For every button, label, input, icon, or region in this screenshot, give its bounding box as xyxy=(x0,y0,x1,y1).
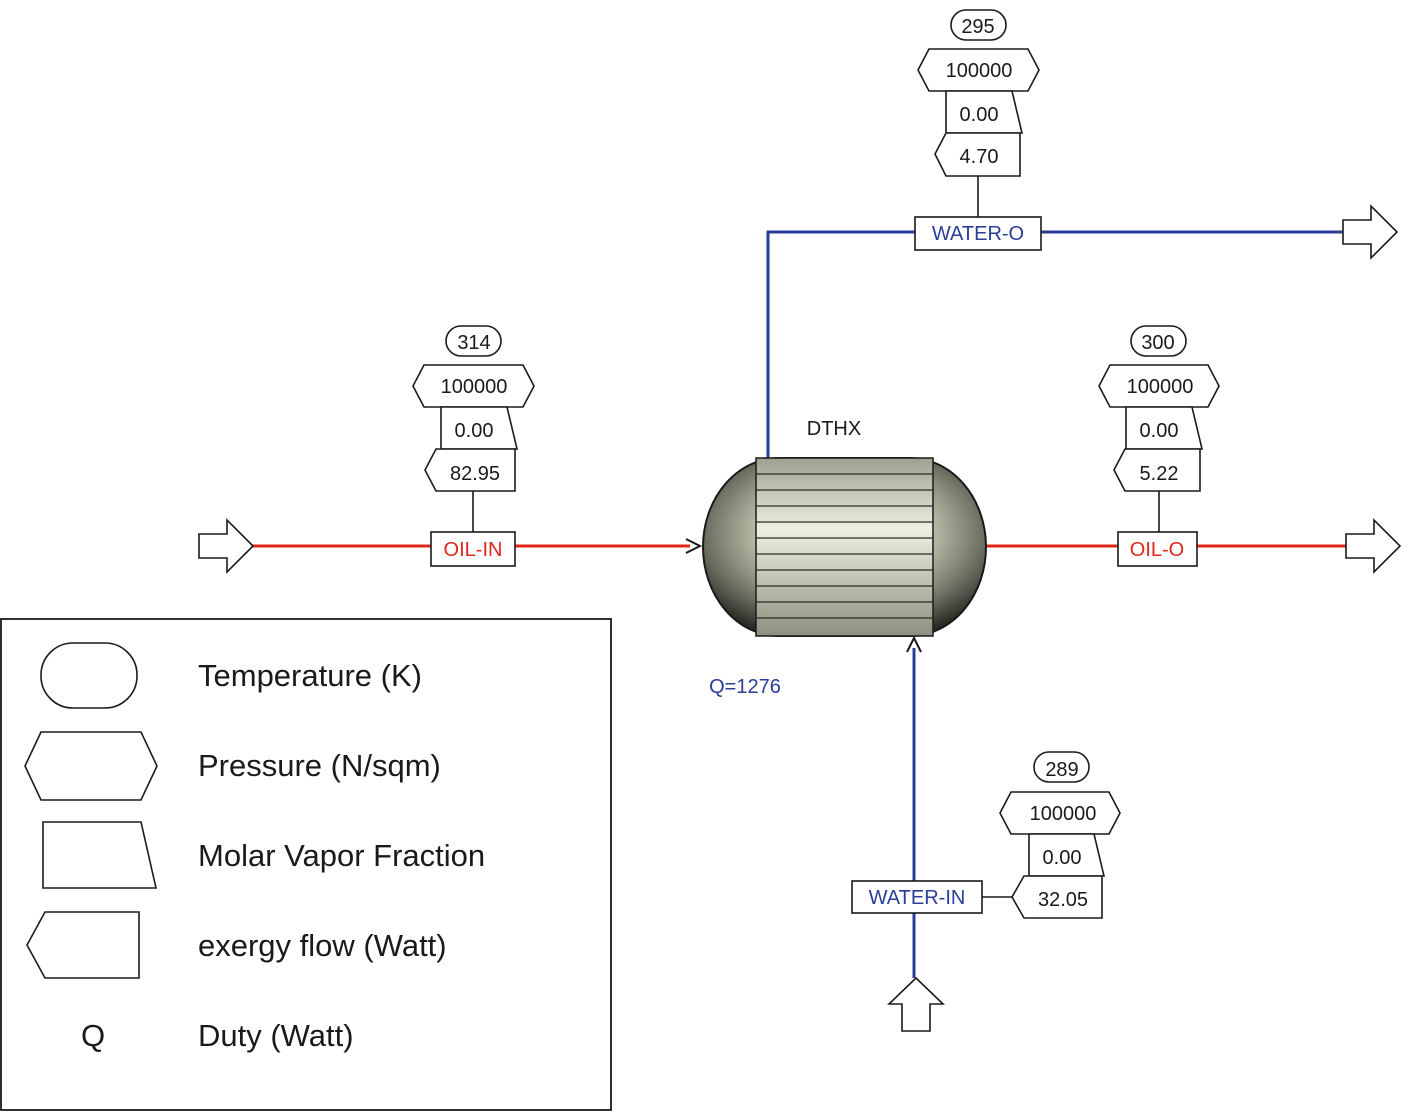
svg-text:289: 289 xyxy=(1045,759,1078,781)
legend-label-pressure: Pressure (N/sqm) xyxy=(198,748,441,783)
svg-text:100000: 100000 xyxy=(946,60,1013,82)
exergy-badge xyxy=(424,448,516,492)
pressure-badge xyxy=(1098,364,1220,408)
svg-text:WATER-O: WATER-O xyxy=(932,223,1024,245)
temperature-badge xyxy=(1130,325,1187,357)
legend: Temperature (K) Pressure (N/sqm) Molar V… xyxy=(0,618,612,1111)
vapor-fraction-badge xyxy=(945,90,1024,134)
stream-label-oil-in[interactable]: OIL-IN xyxy=(430,531,516,567)
svg-text:314: 314 xyxy=(457,332,490,354)
water-out-stream-line[interactable] xyxy=(766,230,1343,458)
exergy-badge xyxy=(934,132,1021,177)
water-out-result-tag: 295 100000 0.00 4.70 xyxy=(917,9,1040,217)
legend-label-exergy: exergy flow (Watt) xyxy=(198,928,447,963)
svg-text:0.00: 0.00 xyxy=(1140,420,1179,442)
svg-text:32.05: 32.05 xyxy=(1038,889,1088,911)
temperature-badge xyxy=(950,9,1007,41)
tube-lines xyxy=(756,473,933,619)
oil-in-arrowhead-icon xyxy=(685,538,703,554)
oil-out-result-tag: 300 100000 0.00 5.22 xyxy=(1098,325,1220,532)
stream-label-water-in[interactable]: WATER-IN xyxy=(851,880,983,914)
svg-text:OIL-O: OIL-O xyxy=(1130,539,1184,561)
legend-label-duty: Duty (Watt) xyxy=(198,1018,354,1053)
water-product-arrow-icon xyxy=(1342,204,1399,260)
svg-text:300: 300 xyxy=(1141,332,1174,354)
svg-text:0.00: 0.00 xyxy=(960,104,999,126)
vapor-fraction-badge xyxy=(440,406,519,450)
svg-text:100000: 100000 xyxy=(441,376,508,398)
oil-product-arrow-icon xyxy=(1345,518,1402,574)
pressure-badge xyxy=(412,364,535,408)
svg-text:WATER-IN: WATER-IN xyxy=(869,887,966,909)
vapor-fraction-shape-icon xyxy=(42,821,158,889)
exergy-shape-icon xyxy=(26,911,140,979)
water-feed-arrow-icon xyxy=(887,976,945,1032)
temperature-badge xyxy=(1033,751,1090,783)
tube-bundle xyxy=(755,457,934,637)
heat-exchanger-dthx[interactable] xyxy=(702,457,987,637)
water-in-result-tag: 289 100000 0.00 32.05 xyxy=(982,751,1121,919)
svg-text:82.95: 82.95 xyxy=(450,463,500,485)
svg-text:0.00: 0.00 xyxy=(1043,847,1082,869)
oil-feed-arrow-icon xyxy=(198,518,255,574)
stream-label-oil-out[interactable]: OIL-O xyxy=(1117,531,1198,567)
duty-q-icon: Q xyxy=(81,1018,105,1053)
temperature-badge xyxy=(445,325,502,357)
svg-text:4.70: 4.70 xyxy=(960,146,999,168)
legend-label-temperature: Temperature (K) xyxy=(198,658,422,693)
svg-text:0.00: 0.00 xyxy=(455,420,494,442)
temperature-shape-icon xyxy=(40,642,138,709)
vapor-fraction-badge xyxy=(1028,833,1106,877)
pressure-badge xyxy=(999,791,1121,835)
duty-label: Q=1276 xyxy=(709,676,781,698)
oil-in-result-tag: 314 100000 0.00 82.95 xyxy=(412,325,535,532)
stream-label-water-out[interactable]: WATER-O xyxy=(914,216,1042,251)
legend-label-vapor-fraction: Molar Vapor Fraction xyxy=(198,838,485,873)
exergy-badge xyxy=(1011,875,1103,919)
pressure-shape-icon xyxy=(24,731,158,801)
svg-text:295: 295 xyxy=(961,16,994,38)
vapor-fraction-badge xyxy=(1125,406,1204,450)
exergy-badge xyxy=(1113,448,1201,492)
svg-text:100000: 100000 xyxy=(1030,803,1097,825)
water-in-arrowhead-icon xyxy=(906,635,922,653)
svg-text:OIL-IN: OIL-IN xyxy=(444,539,503,561)
pressure-badge xyxy=(917,48,1040,92)
svg-text:100000: 100000 xyxy=(1127,376,1194,398)
svg-text:5.22: 5.22 xyxy=(1140,463,1179,485)
unit-name-label: DTHX xyxy=(807,418,861,440)
